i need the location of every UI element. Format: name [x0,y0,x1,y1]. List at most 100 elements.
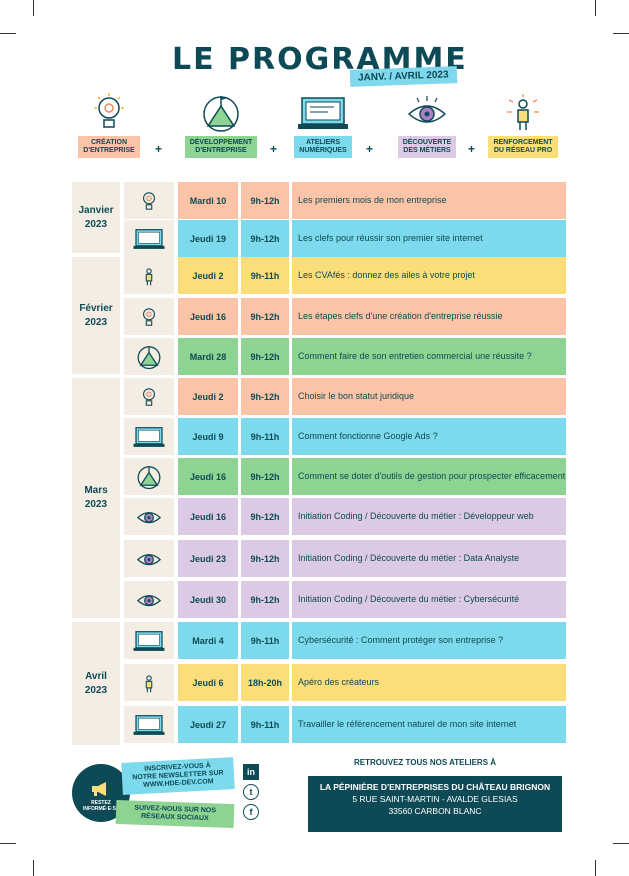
date-range-badge: JANV. / AVRIL 2023 [349,66,457,87]
table-row: Jeudi 27 9h-11h Travailler le référencem… [124,706,566,743]
table-row: Jeudi 16 9h-12h Initiation Coding / Déco… [124,498,566,535]
session-title: Apéro des créateurs [292,664,566,701]
session-hours: 9h-12h [241,498,289,535]
session-title: Initiation Coding / Découverte du métier… [292,581,566,618]
retrouvez-heading: RETROUVEZ TOUS NOS ATELIERS À [353,758,497,767]
session-title: Les clefs pour réussir son premier site … [292,220,566,257]
table-row: Jeudi 2 9h-11h Les CVAfés : donnez des a… [124,257,566,294]
session-hours: 9h-12h [241,540,289,577]
crop-mark [33,0,34,16]
laptop-icon [298,97,348,129]
plus-sign: + [270,142,278,156]
crop-mark [33,860,34,876]
person-network-icon [145,267,153,285]
laptop-icon [133,426,165,447]
address-line: 5 RUE SAINT-MARTIN - AVALDE GLESIAS [352,794,518,804]
person-network-icon [507,94,539,130]
lightbulb-gear-icon [143,387,155,406]
plus-sign: + [366,142,374,156]
mountain-flag-icon [203,96,239,132]
plus-sign: + [468,142,476,156]
session-day: Jeudi 19 [178,220,238,257]
plus-sign: + [155,142,163,156]
mountain-flag-icon [137,345,161,369]
session-day: Jeudi 9 [178,418,238,455]
session-day: Mardi 10 [178,182,238,219]
session-hours: 9h-12h [241,378,289,415]
session-day: Mardi 28 [178,338,238,375]
session-title: Les étapes clefs d'une création d'entrep… [292,298,566,335]
session-hours: 9h-11h [241,418,289,455]
crop-mark [0,843,16,844]
session-hours: 9h-12h [241,458,289,495]
session-title: Comment se doter d'outils de gestion pou… [292,458,566,495]
session-day: Jeudi 23 [178,540,238,577]
address-line: LA PÉPINIÈRE D'ENTREPRISES DU CHÂTEAU BR… [319,782,551,792]
lightbulb-gear-icon [94,93,124,128]
session-title: Comment faire de son entretien commercia… [292,338,566,375]
session-hours: 9h-11h [241,706,289,743]
session-title: Travailler le référencement naturel de m… [292,706,566,743]
session-title: Cybersécurité : Comment protéger son ent… [292,622,566,659]
eye-icon [407,96,447,123]
session-day: Jeudi 2 [178,257,238,294]
table-row: Jeudi 23 9h-12h Initiation Coding / Déco… [124,540,566,577]
social-icons: in t f [243,764,263,824]
session-day: Mardi 4 [178,622,238,659]
session-day: Jeudi 16 [178,458,238,495]
crop-mark [595,860,596,876]
table-row: Jeudi 9 9h-11h Comment fonctionne Google… [124,418,566,455]
laptop-icon [133,714,165,735]
session-title: Les CVAfés : donnez des ailes à votre pr… [292,257,566,294]
address-line: 33560 CARBON BLANC [388,806,482,816]
session-title: Choisir le bon statut juridique [292,378,566,415]
address-block: LA PÉPINIÈRE D'ENTREPRISES DU CHÂTEAU BR… [308,776,562,832]
table-row: Jeudi 2 9h-12h Choisir le bon statut jur… [124,378,566,415]
facebook-icon[interactable]: f [243,804,259,820]
session-hours: 9h-11h [241,622,289,659]
crop-mark [595,0,596,16]
session-day: Jeudi 6 [178,664,238,701]
table-row: Mardi 4 9h-11h Cybersécurité : Comment p… [124,622,566,659]
session-day: Jeudi 16 [178,298,238,335]
session-hours: 18h-20h [241,664,289,701]
crop-mark [0,33,16,34]
laptop-icon [133,228,165,249]
session-hours: 9h-12h [241,182,289,219]
table-row: Mardi 28 9h-12h Comment faire de son ent… [124,338,566,375]
table-row: Mardi 10 9h-12h Les premiers mois de mon… [124,182,566,219]
crop-mark [613,843,629,844]
session-day: Jeudi 30 [178,581,238,618]
linkedin-icon[interactable]: in [243,764,259,780]
session-day: Jeudi 2 [178,378,238,415]
eye-icon [136,553,162,565]
twitter-icon[interactable]: t [243,784,259,800]
eye-icon [136,511,162,523]
session-day: Jeudi 27 [178,706,238,743]
table-row: Jeudi 16 9h-12h Comment se doter d'outil… [124,458,566,495]
laptop-icon [133,630,165,651]
session-title: Initiation Coding / Découverte du métier… [292,498,566,535]
session-title: Initiation Coding / Découverte du métier… [292,540,566,577]
crop-mark [613,33,629,34]
session-hours: 9h-12h [241,338,289,375]
table-row: Jeudi 6 18h-20h Apéro des créateurs [124,664,566,701]
lightbulb-gear-icon [143,307,155,326]
table-row: Jeudi 30 9h-12h Initiation Coding / Déco… [124,581,566,618]
